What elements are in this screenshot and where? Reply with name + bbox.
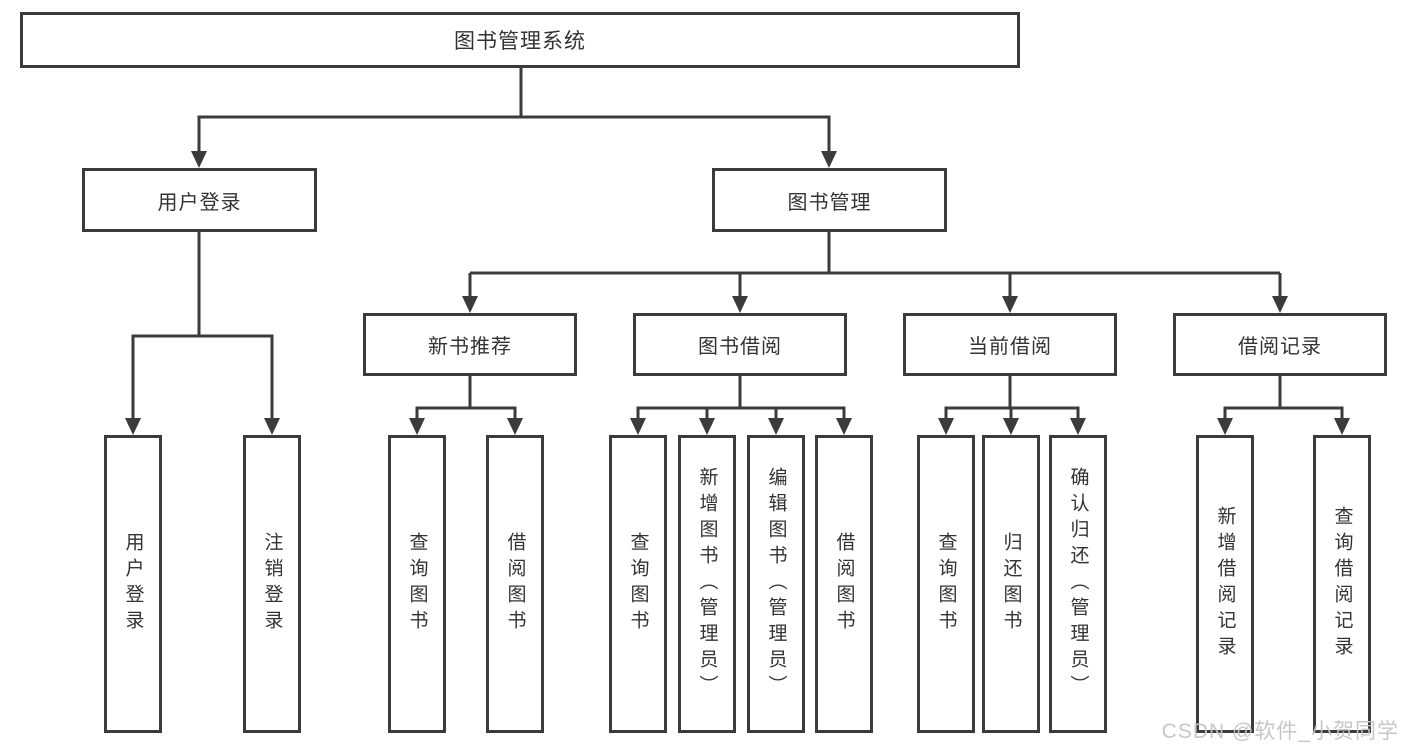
node-label: 图书管理 (787, 191, 872, 214)
node-label: 图书管理系统 (454, 30, 586, 53)
node-borrowing-records: 借阅记录 (1173, 313, 1387, 376)
node-label: 图书借阅 (698, 336, 782, 358)
leaf-label: 借阅图书 (504, 532, 526, 636)
node-label: 用户登录 (157, 191, 242, 214)
leaf-borrow-books-recommend: 借阅图书 (486, 435, 544, 733)
leaf-label: 查询借阅记录 (1331, 506, 1353, 662)
leaf-query-books-borrow: 查询图书 (609, 435, 667, 733)
leaf-return-books: 归还图书 (982, 435, 1040, 733)
leaf-edit-books-admin: 编辑图书（管理员） (747, 435, 805, 733)
leaf-label: 查询图书 (627, 532, 649, 636)
leaf-label: 确认归还（管理员） (1067, 467, 1089, 701)
leaf-add-books-admin: 新增图书（管理员） (678, 435, 736, 733)
leaf-label: 归还图书 (1000, 532, 1022, 636)
leaf-query-books-current: 查询图书 (917, 435, 975, 733)
leaf-confirm-return-admin: 确认归还（管理员） (1049, 435, 1107, 733)
node-book-management: 图书管理 (712, 168, 947, 232)
leaf-label: 查询图书 (935, 532, 957, 636)
node-new-book-recommend: 新书推荐 (363, 313, 577, 376)
leaf-label: 用户登录 (122, 532, 144, 636)
node-root-library-system: 图书管理系统 (20, 12, 1020, 68)
leaf-label: 借阅图书 (833, 532, 855, 636)
node-user-login: 用户登录 (82, 168, 317, 232)
node-label: 当前借阅 (968, 336, 1052, 358)
leaf-label: 编辑图书（管理员） (765, 467, 787, 701)
leaf-logout: 注销登录 (243, 435, 301, 733)
leaf-label: 查询图书 (406, 532, 428, 636)
leaf-borrow-books: 借阅图书 (815, 435, 873, 733)
node-current-borrowing: 当前借阅 (903, 313, 1117, 376)
node-book-borrowing: 图书借阅 (633, 313, 847, 376)
csdn-watermark: CSDN @软件_小贺同学 (1161, 720, 1399, 743)
node-label: 借阅记录 (1238, 336, 1322, 358)
leaf-add-borrow-record: 新增借阅记录 (1196, 435, 1254, 733)
leaf-user-login: 用户登录 (104, 435, 162, 733)
leaf-query-books-recommend: 查询图书 (388, 435, 446, 733)
leaf-label: 新增图书（管理员） (696, 467, 718, 701)
leaf-label: 新增借阅记录 (1214, 506, 1236, 662)
leaf-query-borrow-record: 查询借阅记录 (1313, 435, 1371, 733)
node-label: 新书推荐 (428, 336, 512, 358)
leaf-label: 注销登录 (261, 532, 283, 636)
